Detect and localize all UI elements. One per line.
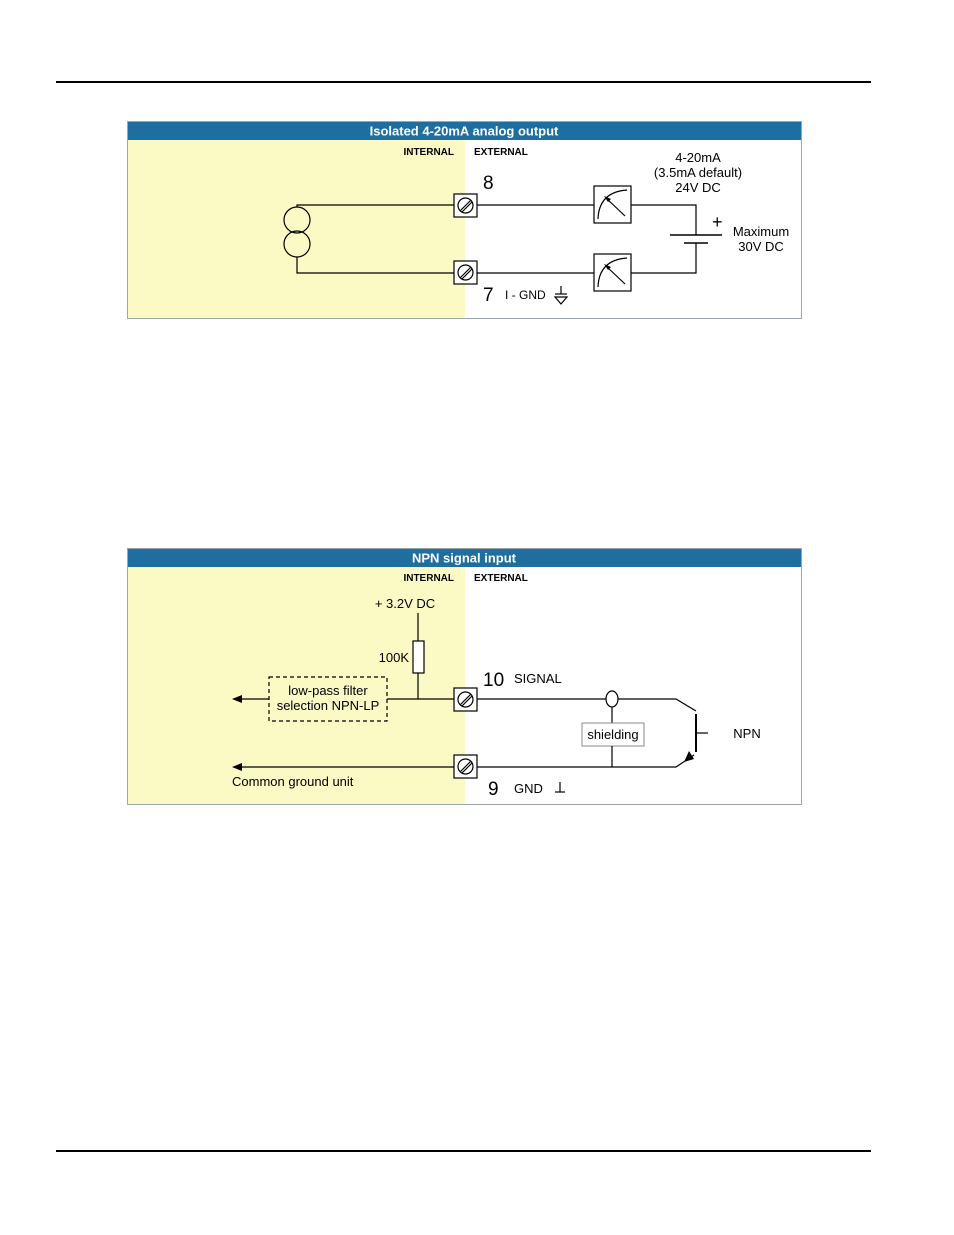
diagram1-external-label: EXTERNAL <box>474 147 528 158</box>
shielding-label: shielding <box>587 727 638 742</box>
terminal-10-number: 10 <box>483 670 504 691</box>
gnd-wire <box>477 755 694 767</box>
analog-output-svg: Isolated 4-20mA analog output INTERNAL E… <box>128 122 801 318</box>
terminal-10-screw-icon <box>454 688 477 711</box>
max-line-2: 30V DC <box>738 239 784 254</box>
battery-plus: + <box>712 212 723 232</box>
diagram1-internal-area <box>128 140 465 318</box>
supply-voltage-label: + 3.2V DC <box>375 596 435 611</box>
terminal-8-number: 8 <box>483 173 494 194</box>
terminal-7-screw-icon <box>454 261 477 284</box>
meter-icon <box>594 186 631 223</box>
wire-meter-to-battery-bottom <box>631 243 696 273</box>
npn-input-diagram: NPN signal input INTERNAL EXTERNAL + 3.2… <box>127 548 802 805</box>
gnd-symbol-icon <box>555 782 565 792</box>
resistor-icon <box>413 641 424 673</box>
terminal-7-number: 7 <box>483 285 494 306</box>
diagram1-internal-label: INTERNAL <box>403 147 454 158</box>
gnd-label: GND <box>514 781 543 796</box>
top-rule <box>56 81 871 83</box>
npn-transistor-icon <box>684 714 708 762</box>
shield-cable-icon <box>606 691 618 723</box>
supply-line-3: 24V DC <box>675 180 721 195</box>
transistor-label: NPN <box>733 726 760 741</box>
resistor-label: 100K <box>379 650 410 665</box>
filter-line-2: selection NPN-LP <box>277 698 380 713</box>
terminal-8-screw-icon <box>454 194 477 217</box>
supply-line-1: 4-20mA <box>675 150 721 165</box>
signal-wire-b <box>618 699 696 711</box>
terminal-9-number: 9 <box>488 779 499 800</box>
diagram2-external-label: EXTERNAL <box>474 573 528 584</box>
meter-icon-bottom <box>594 254 631 291</box>
diagram1-title: Isolated 4-20mA analog output <box>370 124 559 139</box>
analog-output-diagram: Isolated 4-20mA analog output INTERNAL E… <box>127 121 802 319</box>
diagram2-title: NPN signal input <box>412 551 517 566</box>
ground-icon <box>555 286 567 304</box>
max-line-1: Maximum <box>733 224 789 239</box>
filter-line-1: low-pass filter <box>288 683 368 698</box>
battery-icon <box>670 235 722 243</box>
signal-label: SIGNAL <box>514 671 562 686</box>
npn-input-svg: NPN signal input INTERNAL EXTERNAL + 3.2… <box>128 549 801 804</box>
bottom-rule <box>56 1150 871 1152</box>
common-ground-label: Common ground unit <box>232 774 354 789</box>
terminal-9-screw-icon <box>454 755 477 778</box>
diagram2-internal-label: INTERNAL <box>403 573 454 584</box>
wire-meter-to-battery-top <box>631 205 696 235</box>
supply-line-2: (3.5mA default) <box>654 165 742 180</box>
i-gnd-label: I - GND <box>505 288 546 302</box>
